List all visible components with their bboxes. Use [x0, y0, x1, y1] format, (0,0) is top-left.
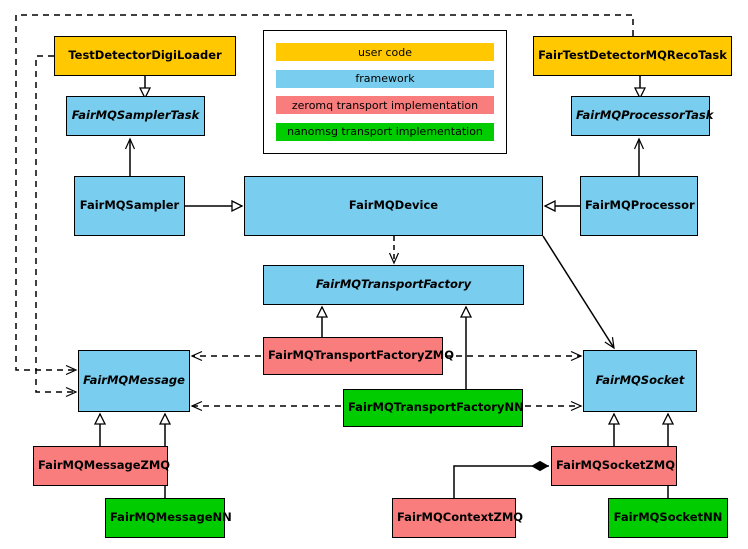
class-box-fairmqsocketzmq[interactable]: FairMQSocketZMQ: [551, 446, 677, 486]
class-label: FairMQContextZMQ: [397, 510, 524, 525]
class-box-fairmqprocessor[interactable]: FairMQProcessor: [580, 176, 698, 236]
legend-label: nanomsg transport implementation: [287, 125, 483, 139]
class-label: FairMQTransportFactory: [315, 277, 472, 292]
class-box-fairmqsocket[interactable]: FairMQSocket: [583, 350, 697, 412]
legend-item-framework: framework: [276, 69, 494, 88]
legend-label: zeromq transport implementation: [291, 98, 479, 112]
class-box-fairtestdetectormqrecotask[interactable]: FairTestDetectorMQRecoTask: [533, 36, 732, 76]
class-label: FairMQSocketNN: [613, 510, 723, 525]
class-label: FairMQTransportFactoryZMQ: [268, 348, 455, 363]
class-box-fairmqtransportfactory[interactable]: FairMQTransportFactory: [263, 265, 524, 305]
class-box-fairmqsampler[interactable]: FairMQSampler: [74, 176, 185, 236]
class-box-fairmqmessagezmq[interactable]: FairMQMessageZMQ: [33, 446, 171, 486]
class-label: FairMQSampler: [79, 198, 180, 213]
class-label: FairMQSocket: [595, 373, 685, 388]
class-label: FairMQMessage: [83, 373, 185, 388]
class-label: FairMQProcessorTask: [576, 108, 714, 123]
class-box-fairmqprocessortask[interactable]: FairMQProcessorTask: [571, 96, 714, 136]
legend-item-nanomsg: nanomsg transport implementation: [276, 122, 494, 141]
edge-digiloader-message: [35, 55, 78, 398]
legend-label: framework: [355, 72, 415, 86]
legend-item-user-code: user code: [276, 43, 494, 62]
class-label: FairMQDevice: [348, 198, 439, 213]
edge-socketzmq-contextzmq: [453, 460, 550, 498]
legend-item-zeromq: zeromq transport implementation: [276, 96, 494, 115]
class-label: TestDetectorDigiLoader: [68, 48, 222, 63]
class-label: FairMQMessageZMQ: [38, 458, 171, 473]
legend-label: user code: [357, 45, 413, 59]
class-label: FairTestDetectorMQRecoTask: [538, 48, 727, 63]
class-box-fairmqmessage[interactable]: FairMQMessage: [78, 350, 190, 412]
class-box-testdetectordigiloader[interactable]: TestDetectorDigiLoader: [54, 36, 236, 76]
class-label: FairMQTransportFactoryNN: [348, 400, 524, 415]
legend-panel: user code framework zeromq transport imp…: [263, 30, 507, 154]
edge-recotask-message: [15, 14, 634, 376]
class-label: FairMQSamplerTask: [71, 108, 200, 123]
class-box-fairmqtransportfactoryzmq[interactable]: FairMQTransportFactoryZMQ: [263, 337, 455, 375]
class-label: FairMQSocketZMQ: [556, 458, 675, 473]
class-box-fairmqmessagenn[interactable]: FairMQMessageNN: [105, 498, 232, 538]
class-label: FairMQMessageNN: [110, 510, 232, 525]
class-box-fairmqcontextzmq[interactable]: FairMQContextZMQ: [392, 498, 524, 538]
edge-device-socket: [542, 235, 615, 350]
class-box-fairmqdevice[interactable]: FairMQDevice: [244, 176, 543, 236]
class-label: FairMQProcessor: [585, 198, 695, 213]
class-box-fairmqtransportfactorynn[interactable]: FairMQTransportFactoryNN: [343, 389, 524, 427]
class-box-fairmqsocketnn[interactable]: FairMQSocketNN: [608, 498, 728, 538]
class-box-fairmqsamplertask[interactable]: FairMQSamplerTask: [66, 96, 205, 136]
